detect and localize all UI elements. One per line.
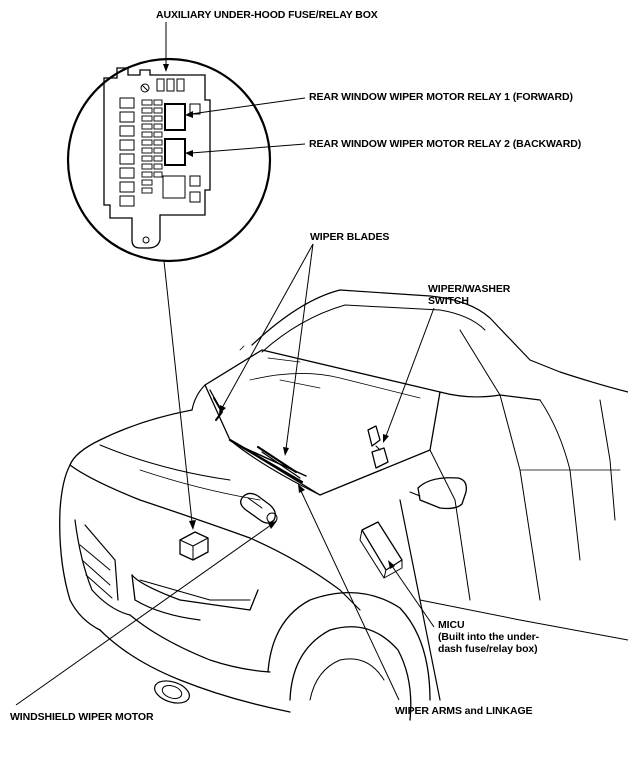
relay-2-label: REAR WINDOW WIPER MOTOR RELAY 2 (BACKWAR…: [309, 138, 582, 150]
wiper-arms-label: WIPER ARMS and LINKAGE: [395, 705, 533, 717]
micu-label-line3: dash fuse/relay box): [438, 643, 538, 655]
micu-label-line1: MICU: [438, 619, 465, 631]
wiper-motor-label: WINDSHIELD WIPER MOTOR: [10, 711, 154, 723]
washer-switch-label-line2: SWITCH: [428, 295, 469, 307]
leader-lines: [15, 22, 435, 706]
vehicle-illustration: [59, 289, 628, 721]
fuse-box-label: AUXILIARY UNDER-HOOD FUSE/RELAY BOX: [156, 9, 378, 21]
relay-1-block: [164, 103, 186, 131]
micu-label-line2: (Built into the under-: [438, 631, 540, 643]
washer-switch-label-line1: WIPER/WASHER: [428, 283, 511, 295]
wiper-blades-label: WIPER BLADES: [310, 231, 390, 243]
fuse-box-inset: [66, 57, 272, 263]
relay-2-block: [164, 138, 186, 166]
relay-1-label: REAR WINDOW WIPER MOTOR RELAY 1 (FORWARD…: [309, 91, 573, 103]
